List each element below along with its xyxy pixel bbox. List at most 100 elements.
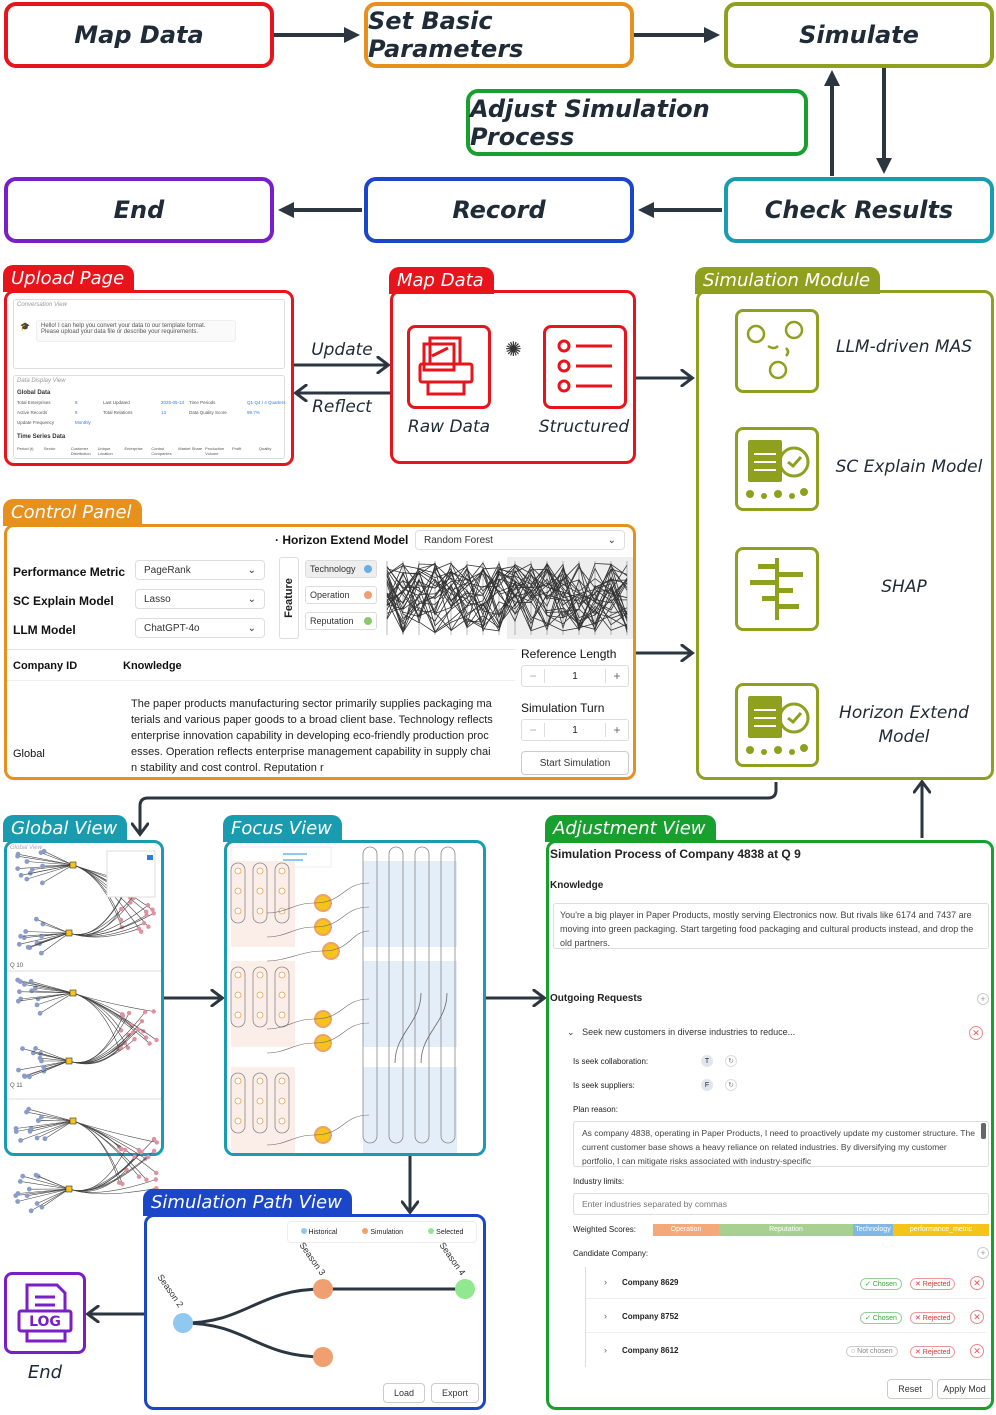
- graph-node[interactable]: [17, 989, 22, 995]
- graph-node[interactable]: [150, 907, 155, 912]
- graph-node[interactable]: [154, 1170, 159, 1176]
- node-season-2[interactable]: [173, 1313, 193, 1333]
- graph-node[interactable]: [24, 1193, 30, 1199]
- graph-node[interactable]: [15, 1191, 21, 1196]
- graph-node[interactable]: [39, 1114, 44, 1120]
- graph-node[interactable]: [39, 950, 44, 956]
- graph-node[interactable]: [132, 1037, 137, 1042]
- graph-node[interactable]: [18, 872, 24, 878]
- graph-node[interactable]: [29, 988, 35, 994]
- reference-plus-button[interactable]: +: [605, 669, 628, 683]
- llm-select[interactable]: ChatGPT-4o⌄: [135, 618, 265, 638]
- graph-node[interactable]: [26, 1186, 32, 1192]
- focus-node[interactable]: [256, 991, 264, 999]
- graph-node[interactable]: [15, 851, 21, 857]
- graph-node[interactable]: [151, 911, 156, 916]
- graph-hub[interactable]: [69, 861, 77, 869]
- graph-node[interactable]: [119, 1147, 124, 1152]
- graph-node[interactable]: [28, 1126, 34, 1131]
- graph-node[interactable]: [126, 1010, 132, 1016]
- refresh-icon[interactable]: ↻: [725, 1079, 737, 1091]
- graph-node[interactable]: [16, 941, 22, 947]
- request-row[interactable]: ⌄ Seek new customers in diverse industri…: [567, 1027, 795, 1038]
- graph-node[interactable]: [39, 1058, 44, 1064]
- remove-request-button[interactable]: ✕: [969, 1026, 983, 1040]
- graph-node[interactable]: [39, 1204, 45, 1210]
- graph-node[interactable]: [146, 924, 151, 929]
- focus-node[interactable]: [278, 1077, 286, 1085]
- focus-node[interactable]: [278, 1097, 286, 1105]
- perf-select[interactable]: PageRank⌄: [135, 560, 265, 580]
- graph-node[interactable]: [144, 1177, 149, 1182]
- graph-node[interactable]: [37, 1010, 43, 1016]
- refresh-icon[interactable]: ↻: [725, 1055, 737, 1067]
- graph-node[interactable]: [142, 1009, 148, 1015]
- graph-node[interactable]: [26, 1106, 31, 1112]
- graph-hub[interactable]: [69, 1117, 77, 1125]
- graph-node[interactable]: [151, 1136, 157, 1142]
- graph-hub[interactable]: [65, 1185, 73, 1193]
- weighted-scores-bar[interactable]: Operation Reputation Technology performa…: [653, 1224, 989, 1236]
- graph-hub[interactable]: [69, 989, 77, 997]
- graph-node[interactable]: [24, 876, 30, 882]
- score-segment-operation[interactable]: Operation: [653, 1224, 719, 1236]
- candidate-row[interactable]: › Company 8752 ✓ Chosen ✕ Rejected ✕: [586, 1301, 986, 1333]
- graph-node[interactable]: [20, 1046, 25, 1051]
- graph-node[interactable]: [33, 1046, 38, 1051]
- graph-node[interactable]: [136, 926, 142, 931]
- focus-node[interactable]: [234, 887, 242, 895]
- graph-node[interactable]: [24, 859, 30, 864]
- graph-node[interactable]: [146, 1154, 151, 1160]
- graph-node[interactable]: [125, 1045, 131, 1050]
- graph-node[interactable]: [25, 944, 31, 950]
- focus-node[interactable]: [256, 971, 264, 979]
- focus-node[interactable]: [234, 971, 242, 979]
- graph-node[interactable]: [120, 1013, 126, 1018]
- turn-plus-button[interactable]: +: [605, 723, 628, 737]
- graph-node[interactable]: [118, 1028, 124, 1033]
- industry-limits-input[interactable]: [573, 1193, 989, 1215]
- graph-node[interactable]: [28, 979, 34, 984]
- turn-minus-button[interactable]: −: [522, 723, 545, 737]
- graph-node[interactable]: [17, 1179, 23, 1184]
- focus-node[interactable]: [278, 887, 286, 895]
- not-chosen-button[interactable]: ○ Not chosen: [846, 1346, 898, 1357]
- focus-node[interactable]: [234, 907, 242, 915]
- feature-operation[interactable]: Operation: [305, 586, 377, 604]
- graph-node[interactable]: [41, 1064, 47, 1070]
- graph-node[interactable]: [136, 1174, 142, 1179]
- graph-node[interactable]: [153, 1177, 158, 1182]
- focus-node[interactable]: [256, 1097, 264, 1105]
- suppliers-value-badge[interactable]: F: [701, 1079, 713, 1091]
- graph-node[interactable]: [22, 982, 27, 987]
- textarea-scrollbar[interactable]: [981, 1123, 986, 1139]
- graph-node[interactable]: [139, 1149, 144, 1155]
- focus-node[interactable]: [234, 1117, 242, 1125]
- chosen-button[interactable]: ✓ Chosen: [860, 1278, 902, 1290]
- node-season-3[interactable]: [313, 1279, 333, 1299]
- reference-length-stepper[interactable]: − 1 +: [521, 665, 629, 687]
- focus-node[interactable]: [234, 991, 242, 999]
- graph-hub[interactable]: [65, 929, 73, 937]
- graph-node[interactable]: [118, 917, 124, 923]
- graph-node[interactable]: [141, 921, 147, 926]
- graph-node[interactable]: [20, 1173, 26, 1179]
- rejected-button[interactable]: ✕ Rejected: [910, 1312, 956, 1324]
- graph-node[interactable]: [29, 867, 35, 872]
- remove-candidate-button[interactable]: ✕: [970, 1344, 984, 1358]
- graph-node[interactable]: [17, 979, 23, 984]
- simulation-turn-stepper[interactable]: − 1 +: [521, 719, 629, 741]
- graph-node[interactable]: [119, 906, 124, 912]
- feature-technology[interactable]: Technology: [305, 560, 377, 578]
- focus-node[interactable]: [256, 887, 264, 895]
- start-simulation-button[interactable]: Start Simulation: [521, 751, 629, 775]
- graph-node[interactable]: [18, 1138, 23, 1143]
- graph-node[interactable]: [21, 935, 27, 941]
- graph-node[interactable]: [28, 1208, 34, 1214]
- graph-node[interactable]: [22, 1074, 28, 1079]
- graph-node[interactable]: [154, 1140, 159, 1145]
- graph-node[interactable]: [40, 921, 46, 927]
- horizon-select[interactable]: Random Forest⌄: [415, 530, 625, 550]
- graph-node[interactable]: [40, 863, 45, 869]
- graph-node[interactable]: [15, 866, 21, 871]
